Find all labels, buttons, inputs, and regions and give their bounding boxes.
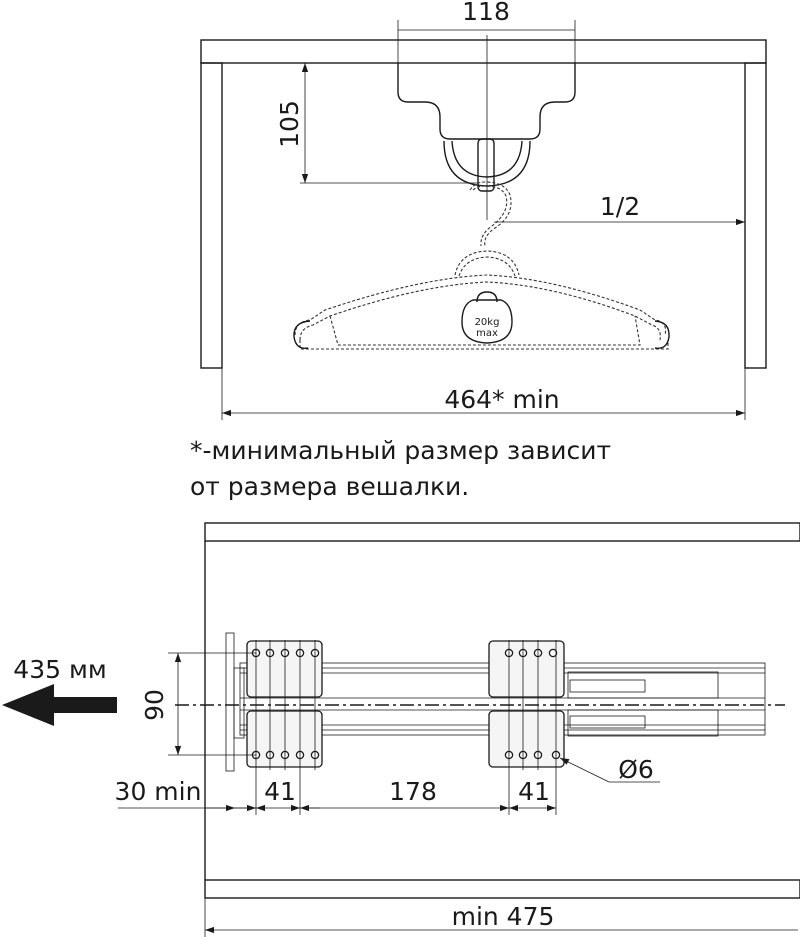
dim-464-label: 464* min: [444, 385, 559, 414]
dim-105-label: 105: [275, 100, 304, 148]
cabinet-frame: [200, 39, 767, 369]
footnote-line1: *-минимальный размер зависит: [190, 436, 611, 465]
dim-30-min-label: 30 min: [115, 777, 202, 806]
dim-hole-label: Ø6: [618, 755, 654, 784]
bottom-view: 435 мм 90 30 min 41 178: [2, 522, 800, 937]
weight-unit: max: [476, 328, 498, 339]
dim-464: 464* min: [221, 368, 746, 420]
bottom-frame: [204, 522, 800, 899]
dim-min-475-label: min 475: [452, 902, 555, 931]
dim-105: 105: [275, 63, 478, 184]
rod-mount: [397, 63, 576, 192]
dim-118-label: 118: [462, 0, 510, 26]
mounting-plates: [246, 640, 565, 768]
weight-value: 20kg: [475, 317, 500, 328]
dim-min-475: min 475: [204, 898, 798, 937]
direction-arrow: 435 мм: [2, 655, 117, 726]
hanger: [293, 181, 670, 350]
dim-118: 118: [397, 0, 576, 63]
dim-41-left-label: 41: [264, 777, 296, 806]
top-view: 20kg max 118 105 1/2 464* min: [200, 0, 767, 420]
weight-icon: 20kg max: [461, 291, 513, 344]
dim-178: 178: [300, 777, 509, 812]
dim-178-label: 178: [389, 777, 437, 806]
dim-hole: Ø6: [559, 755, 660, 784]
dim-90: 90: [140, 652, 256, 756]
arrow-label: 435 мм: [13, 655, 106, 684]
footnote: *-минимальный размер зависит от размера …: [190, 436, 611, 501]
dim-90-label: 90: [140, 689, 169, 721]
dim-41-right-label: 41: [518, 777, 550, 806]
footnote-line2: от размера вешалки.: [190, 472, 469, 501]
dim-41-right: 41: [509, 777, 556, 812]
dim-41-left: 41: [256, 777, 320, 812]
dim-half-label: 1/2: [600, 192, 640, 221]
dim-half: 1/2: [494, 192, 745, 226]
dim-30-min: 30 min: [115, 777, 256, 812]
